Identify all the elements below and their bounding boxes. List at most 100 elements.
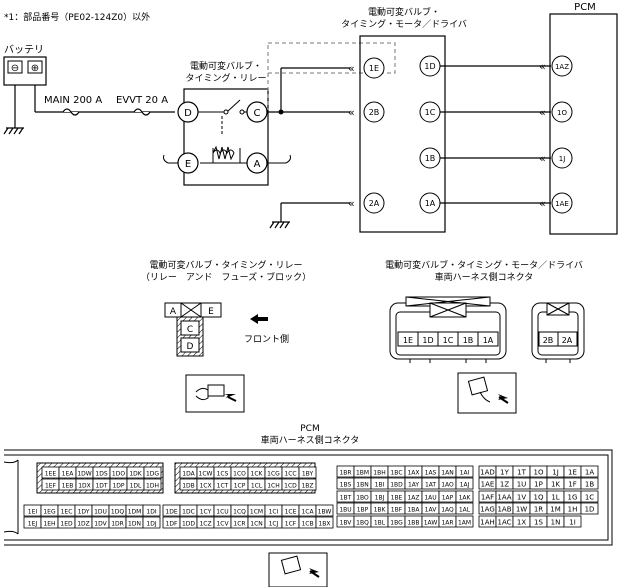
pcm-connector-pin-label: 1CC	[284, 471, 296, 478]
relay-terminal-e: E	[185, 159, 191, 170]
pcm-connector-pin-label: 1DM	[128, 509, 142, 516]
pcm-connector-pin-label: 1AK	[459, 495, 472, 502]
driver-conn-pin-1b: 1B	[463, 336, 474, 345]
pcm-connector-pin-label: 1CW	[199, 471, 213, 478]
pcm-connector-pin-label: 1A	[585, 469, 594, 477]
pcm-connector-pin-label: 1BQ	[356, 520, 369, 527]
pcm-connector-pin-label: 1CT	[217, 483, 229, 490]
pcm-connector-pin: 1V	[512, 490, 531, 503]
pcm-connector-pin: 1CC	[281, 466, 300, 479]
pcm-connector-pin: 1B	[580, 477, 599, 490]
pcm-connector-pin-label: 1AJ	[460, 482, 470, 489]
pcm-connector-pin-label: 1BY	[302, 471, 314, 478]
pcm-connector-pin: 1EH	[40, 516, 59, 529]
pcm-connector-pin: 1AS	[421, 465, 440, 478]
driver-conn-pin-1e: 1E	[403, 336, 413, 345]
pcm-connector-pin-label: 1DT	[95, 483, 107, 490]
pcm-connector-pin: 1CD	[281, 478, 300, 491]
pcm-connector-pin-label: 1D	[585, 506, 595, 514]
pcm-connector-pin: 1DH	[143, 478, 162, 491]
pcm-connector-pin: 1BQ	[353, 515, 372, 528]
pcm-connector-pin: 1AJ	[455, 477, 474, 490]
pcm-connector-pin: 1O	[529, 465, 548, 478]
pcm-connector-pin-label: 1DZ	[77, 521, 90, 528]
pcm-connector-pin-label: 1DU	[94, 509, 107, 516]
pcm-connector-pin-label: 1BL	[374, 520, 386, 527]
pcm-connector-pin-label: 1U	[517, 481, 527, 489]
pcm-body	[549, 13, 618, 235]
pcm-connector-pin: 1DJ	[142, 516, 161, 529]
pcm-connector-pin-label: 1EG	[43, 509, 56, 516]
pcm-connector-pin-label: 1EC	[61, 509, 73, 516]
pcm-connector-pin: 1BE	[387, 490, 406, 503]
pcm-connector-pin-label: 1AI	[460, 470, 470, 477]
driver-conn-pin-1c: 1C	[443, 336, 454, 345]
pcm-connector-pin-label: 1DG	[146, 471, 159, 478]
pcm-connector-pin-label: 1W	[516, 506, 527, 514]
relay-label-line1: 電動可変バルブ・	[190, 60, 262, 72]
pcm-connector-pin: 1AX	[404, 465, 423, 478]
relay-cell-a: A	[170, 307, 177, 317]
front-side-label: フロント側	[244, 333, 289, 345]
pcm-connector-pin-label: 1DR	[111, 521, 124, 528]
pcm-connector-pin: 1Z	[495, 477, 514, 490]
pcm-connector-pin: 1AZ	[404, 490, 423, 503]
battery-minus-icon: ⊖	[11, 63, 19, 74]
pcm-connector-pin-label: 1H	[568, 506, 578, 514]
relay-cell-c: C	[187, 325, 193, 335]
pcm-connector-pin: 1EB	[58, 478, 77, 491]
pcm-connector-pin: 1BN	[353, 477, 372, 490]
pcm-connector-pin: 1CT	[213, 478, 232, 491]
pcm-connector-pin: 1AF	[478, 490, 497, 503]
pcm-connector-pin: 1CE	[281, 504, 300, 517]
pcm-connector-pin-label: 1CZ	[199, 521, 211, 528]
relay-connector-title-2: （リレー アンド フューズ・ブロック）	[141, 271, 311, 283]
pcm-connector-pin-label: 1BD	[390, 482, 403, 489]
pcm-connector-pin: 1CY	[196, 504, 215, 517]
main-fuse-label: MAIN 200 A	[44, 95, 102, 106]
pcm-connector-pin-label: 1BZ	[301, 483, 313, 490]
pcm-connector-pin: 1AW	[421, 515, 440, 528]
pcm-connector-pin-label: 1EF	[45, 483, 57, 490]
pcm-connector-pin: 1J	[546, 465, 565, 478]
pcm-connector-pin-label: 1DS	[95, 471, 107, 478]
pcm-connector-pin-label: 1AL	[459, 507, 471, 514]
driver-pin-1d: 1D	[424, 62, 435, 71]
pcm-connector-pin: 1DU	[91, 504, 110, 517]
pcm-connector-pin: 1L	[546, 490, 565, 503]
driver-conn-pin-2a: 2A	[562, 336, 573, 345]
driver-main-pins	[397, 331, 499, 347]
pcm-connector-pin: 1DM	[125, 504, 144, 517]
pcm-connector-pin-label: 1CY	[200, 509, 212, 516]
pcm-connector-pin: 1ED	[57, 516, 76, 529]
driver-pin-2a: 2A	[369, 199, 380, 208]
pcm-pin-1j: 1J	[559, 155, 566, 163]
driver-connector-title-2: 車両ハーネス側コネクタ	[435, 271, 534, 283]
pcm-connector-pin-label: 1BV	[340, 520, 353, 527]
driver-right-pins: 1D 1C 1B 1A	[419, 55, 441, 214]
pcm-connector-pin-label: 1BG	[390, 520, 403, 527]
pcm-connector-pin: 1AI	[455, 465, 474, 478]
pcm-connector-pin-label: 1AC	[497, 519, 511, 527]
pcm-connector-pin: 1BL	[370, 515, 389, 528]
pcm-connector-title-1: PCM	[300, 424, 319, 434]
pcm-connector-pin: 1G	[563, 490, 582, 503]
pcm-connector-housing	[3, 449, 613, 546]
relay-label-line2: タイミング・リレー	[185, 72, 266, 84]
pcm-connector-pin: 1BV	[336, 515, 355, 528]
pcm-connector-pin-label: 1DV	[94, 521, 107, 528]
pcm-connector-pin: 1BU	[336, 502, 355, 515]
driver-label-line2: タイミング・モータ／ドライバ	[341, 18, 467, 30]
driver-main-connector-face	[389, 296, 507, 363]
pcm-connector-pin: 1AY	[404, 477, 423, 490]
driver-conn-pin-1d: 1D	[422, 336, 433, 345]
pcm-connector-pin-label: 1AM	[458, 520, 471, 527]
pcm-connector-pin-label: 1DI	[146, 509, 156, 516]
ground-icon	[269, 221, 290, 229]
pcm-connector-pin: 1AA	[495, 490, 514, 503]
pcm-connector-pin: 1CJ	[264, 516, 283, 529]
pcm-connector-pin-label: 1AV	[425, 507, 438, 514]
pcm-connector-pin-label: 1CQ	[233, 509, 246, 516]
pcm-connector-pin: 1DF	[162, 516, 181, 529]
pcm-connector-pin: 1A	[580, 465, 599, 478]
